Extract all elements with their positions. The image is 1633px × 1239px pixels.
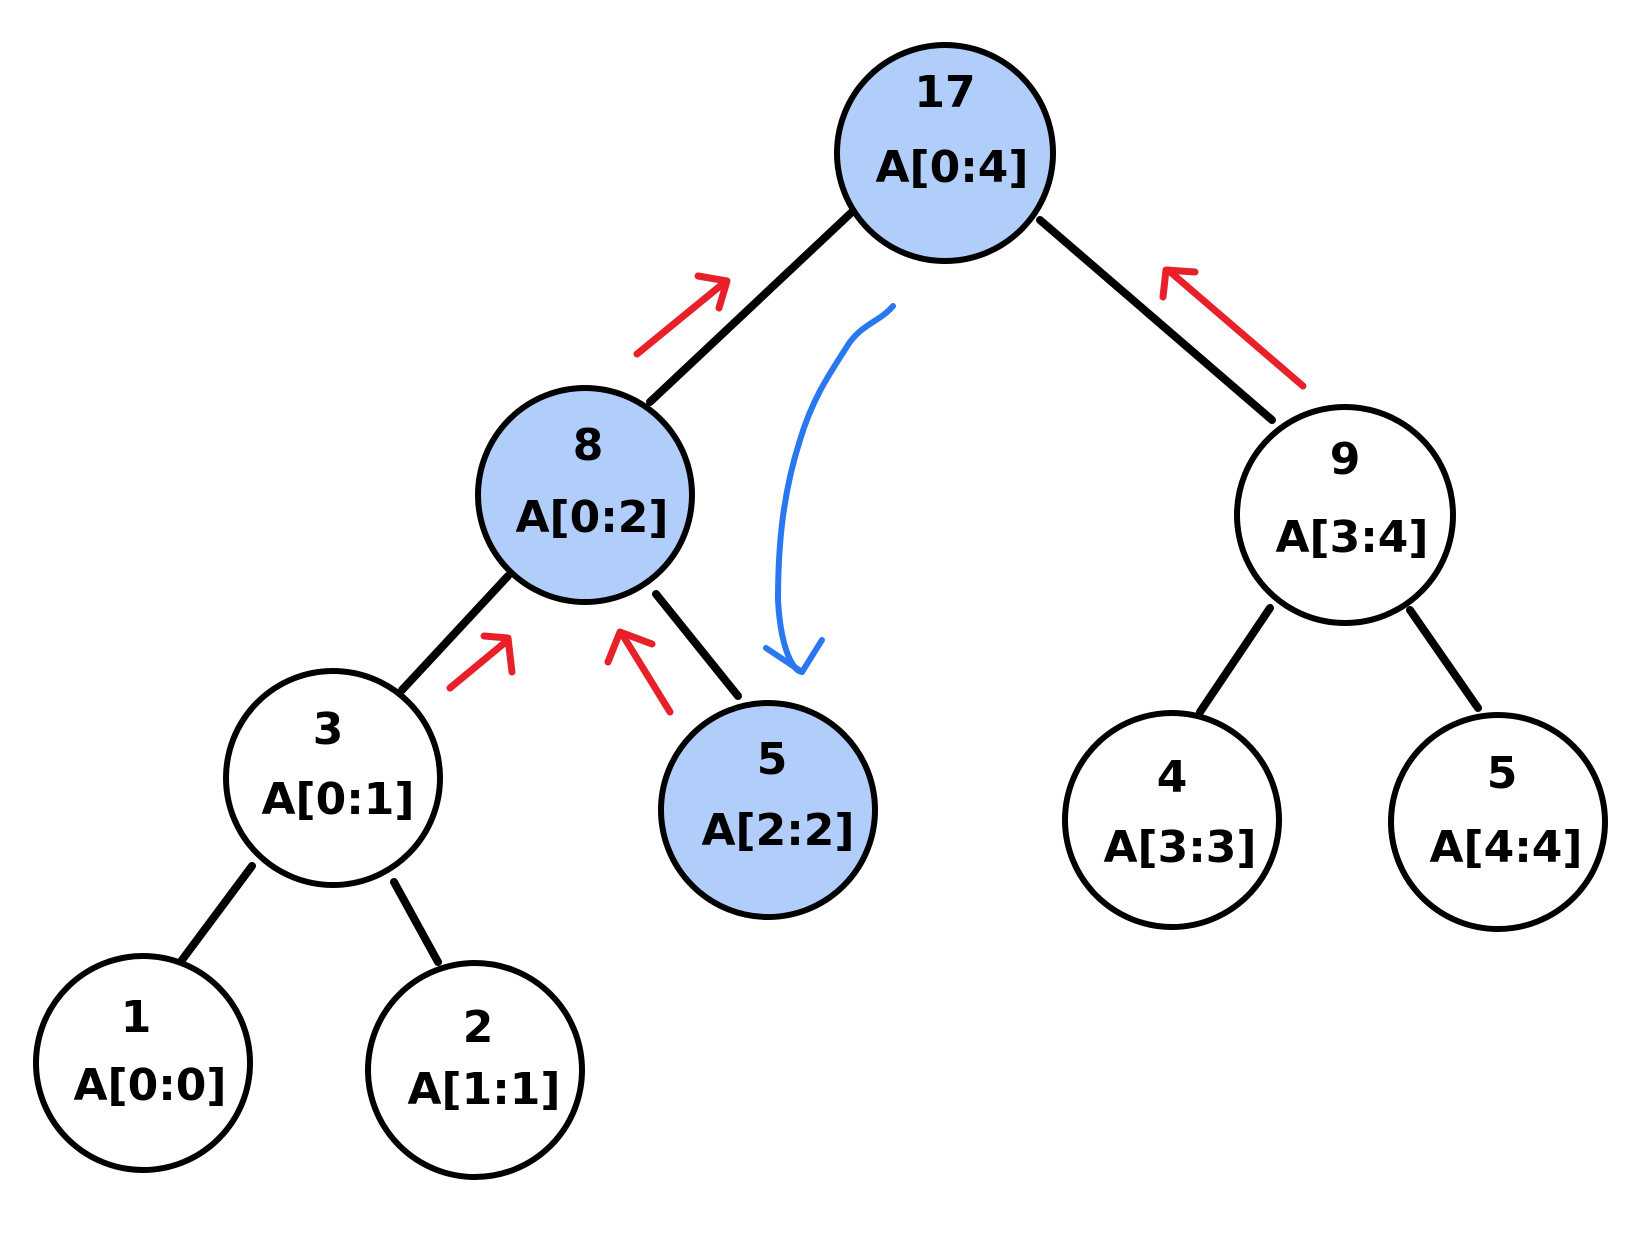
tree-node-n3: 3 A[0:1] [223,668,443,888]
node-range: A[0:0] [73,1060,226,1111]
red-arrow-up-icon [446,632,516,692]
node-range: A[0:4] [875,142,1028,193]
node-range: A[2:2] [701,805,854,856]
tree-node-n2: 9 A[3:4] [1234,404,1456,626]
propagate-arrows [446,266,1307,716]
node-circle [223,668,443,888]
edge-n2-n5 [1196,604,1274,716]
node-circle [1062,710,1282,930]
red-arrow-up-icon [604,628,674,716]
arrow-shaft [1164,266,1307,390]
node-circle [834,42,1056,264]
edge-n0-n1 [646,208,856,406]
node-circle [475,385,695,605]
arrow-head [480,632,516,676]
edge-n0-n2 [1036,216,1276,424]
arrow-shaft [446,636,512,692]
arrow-shaft [618,630,674,716]
node-range: A[4:4] [1429,822,1582,873]
edge-n2-n6 [1406,606,1482,712]
edge-n3-n8 [390,878,442,966]
tree-node-n6: 5 A[4:4] [1388,712,1608,932]
tree-node-n1: 8 A[0:2] [475,385,695,605]
node-range: A[0:1] [261,774,414,825]
node-value: 3 [313,704,344,755]
node-value: 5 [757,734,788,785]
node-value: 17 [914,67,975,118]
blue-curve-arrow-icon [775,303,896,675]
node-circle [658,700,878,920]
query-arrow [763,303,896,675]
node-circle [365,960,585,1180]
arrow-head [763,637,825,675]
node-range: A[1:1] [407,1064,560,1115]
node-value: 1 [121,992,152,1043]
tree-edges [178,208,1482,966]
edge-n3-n7 [178,862,256,964]
tree-node-n0: 17 A[0:4] [834,42,1056,264]
node-value: 9 [1330,434,1361,485]
node-range: A[3:4] [1275,512,1428,563]
node-circle [1234,404,1456,626]
tree-node-n8: 2 A[1:1] [365,960,585,1180]
red-arrow-up-icon [1159,266,1307,390]
node-value: 2 [463,1002,494,1053]
node-value: 4 [1157,752,1188,803]
arrow-head [604,628,656,666]
node-value: 5 [1487,748,1518,799]
red-arrow-up-icon [633,272,731,358]
tree-node-n5: 4 A[3:3] [1062,710,1282,930]
node-range: A[0:2] [515,492,668,543]
arrow-head [694,272,731,312]
arrow-shaft [633,278,729,358]
tree-node-n7: 1 A[0:0] [33,953,253,1173]
arrow-head [1159,266,1199,301]
node-range: A[3:3] [1103,822,1256,873]
node-circle [1388,712,1608,932]
edge-n1-n3 [398,572,512,694]
node-circle [33,953,253,1173]
tree-node-n4: 5 A[2:2] [658,700,878,920]
node-value: 8 [573,420,604,471]
edge-n1-n4 [652,590,742,700]
